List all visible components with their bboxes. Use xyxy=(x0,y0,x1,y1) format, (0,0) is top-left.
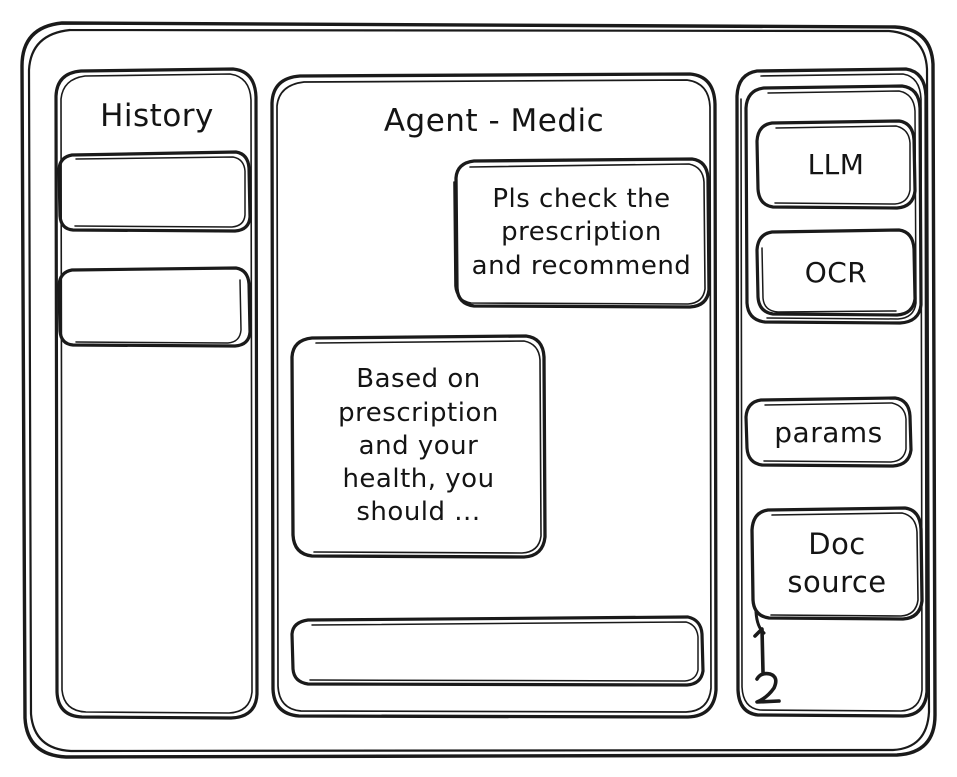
params-button[interactable]: params xyxy=(746,398,911,466)
assistant-message-bubble[interactable]: Based on prescription and your health, y… xyxy=(292,336,545,557)
user-message-text: Pls check the prescription and recommend xyxy=(471,184,692,281)
composer-input[interactable] xyxy=(292,617,703,685)
main-panel-title: Agent - Medic xyxy=(383,103,605,139)
doc-list-item-1[interactable]: 1 xyxy=(752,625,852,659)
params-label: params xyxy=(774,415,883,449)
tool-ocr-label: OCR xyxy=(804,256,868,289)
doc-source-label: Doc source xyxy=(787,527,887,599)
history-item-1[interactable] xyxy=(59,152,250,231)
history-item-2[interactable] xyxy=(59,268,250,346)
tool-llm-button[interactable]: LLM xyxy=(757,121,915,208)
history-panel-title: History xyxy=(100,98,214,134)
tool-llm-label: LLM xyxy=(807,148,865,181)
user-message-bubble[interactable]: Pls check the prescription and recommend xyxy=(454,159,709,307)
doc-source-button[interactable]: Doc source xyxy=(752,508,922,619)
tool-ocr-button[interactable]: OCR xyxy=(757,230,915,315)
assistant-message-text: Based on prescription and your health, y… xyxy=(338,364,499,528)
doc-list-item-2[interactable]: 2 xyxy=(752,670,852,706)
